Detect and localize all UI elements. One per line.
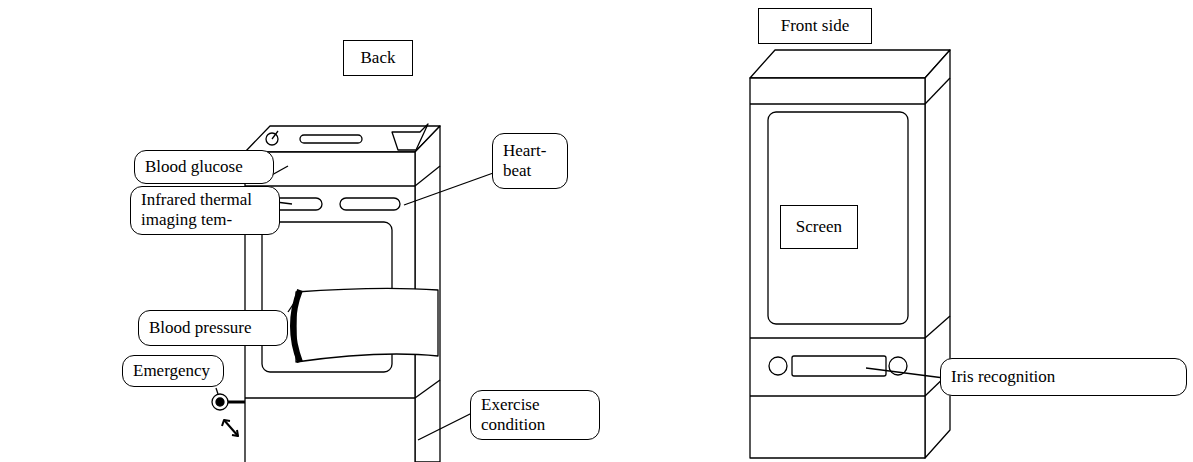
test-strip — [392, 124, 428, 150]
pressure-cuff — [296, 288, 438, 362]
emergency-rod — [226, 401, 245, 404]
leader-line — [866, 368, 944, 378]
band-line — [750, 103, 925, 104]
callout-label: Blood pressure — [138, 310, 288, 346]
view-label: Front side — [758, 8, 872, 44]
leader-line — [404, 172, 496, 205]
label-text: Heart- beat — [503, 141, 557, 182]
band-line — [750, 337, 925, 338]
label-text: Exercise condition — [481, 395, 589, 436]
band-line — [750, 395, 925, 396]
band-line — [415, 166, 440, 186]
button — [769, 357, 787, 375]
callout-label: Heart- beat — [492, 133, 568, 189]
band-line — [925, 78, 950, 104]
top-face — [750, 50, 950, 78]
emergency-knob-core — [216, 398, 224, 406]
band-line — [245, 397, 415, 398]
label-text: Blood pressure — [149, 318, 251, 338]
leader-line — [418, 412, 474, 440]
callout-label: Infrared thermal imaging tem- — [130, 186, 280, 235]
label-text: Screen — [796, 217, 842, 237]
leader-line — [216, 388, 218, 394]
callout-label: Iris recognition — [940, 358, 1187, 396]
screen-label: Screen — [780, 205, 858, 249]
heartbeat-sensor — [340, 198, 400, 210]
side-face — [925, 50, 950, 458]
label-text: Emergency — [133, 361, 210, 381]
label-text: Blood glucose — [145, 157, 243, 177]
label-text: Back — [361, 48, 396, 68]
leader-line — [288, 300, 296, 312]
band-line — [925, 316, 950, 338]
label-text: Front side — [781, 16, 849, 36]
glucose-port-mark — [272, 131, 278, 139]
callout-label: Blood glucose — [134, 150, 274, 184]
cuff-ring — [293, 290, 300, 362]
label-text: Iris recognition — [951, 367, 1055, 387]
view-label: Back — [343, 40, 413, 76]
callout-label: Exercise condition — [470, 390, 600, 440]
emergency-knob — [212, 394, 228, 410]
strip-slot — [300, 135, 362, 143]
iris-scanner — [792, 356, 886, 376]
front-face — [750, 78, 925, 458]
turn-arrow-heads — [222, 420, 238, 436]
band-line — [415, 380, 440, 398]
label-text: Infrared thermal imaging tem- — [141, 190, 269, 231]
screen-panel — [768, 112, 908, 324]
callout-label: Emergency — [122, 355, 224, 387]
turn-arrow — [224, 420, 238, 436]
